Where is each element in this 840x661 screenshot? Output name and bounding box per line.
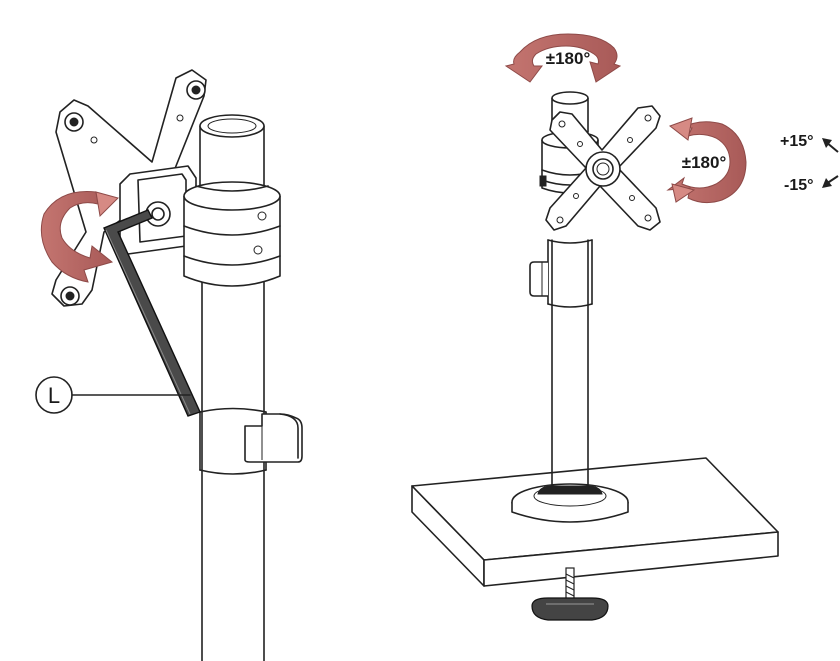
callout-letter: L [48,383,60,408]
cable-clip [244,413,303,463]
swivel-label: ±180° [546,49,591,68]
tilt-arrow-icon [822,138,839,188]
right-view: ±180° ±180° +15° -15° [411,33,839,621]
tilt-up-label: +15° [780,133,814,150]
tilt-indicator: +15° -15° [780,133,839,194]
callout-l: L [35,376,191,414]
left-view: L [35,69,303,661]
hex-key-icon [103,209,201,417]
swivel-arrow-icon: ±180° [504,33,622,83]
rotation-arrow-icon [40,190,119,283]
clamp-knob [531,567,609,621]
rotation-label: ±180° [682,153,727,172]
left-head [183,114,281,287]
desk-panel [411,457,779,587]
tilt-down-label: -15° [784,177,814,194]
rotation-arrow-icon-right: ±180° [666,117,747,204]
right-pole [529,239,593,493]
left-pole [199,279,267,661]
desk-base [511,483,629,523]
vesa-plate-right [545,105,661,231]
